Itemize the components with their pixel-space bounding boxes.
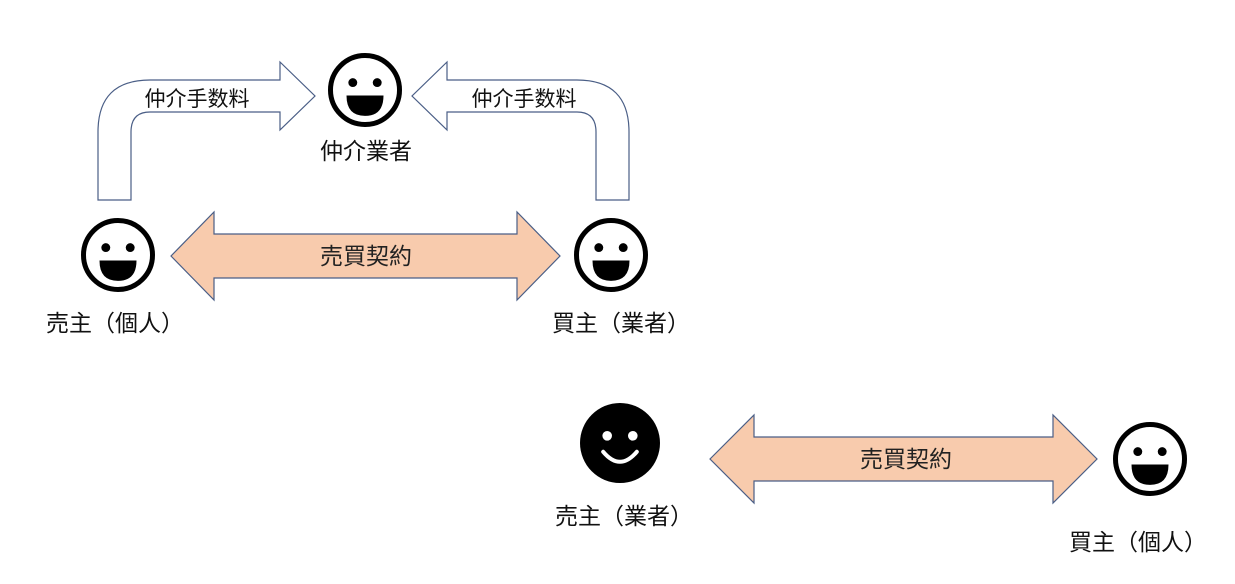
smiley-face-icon — [328, 53, 402, 127]
seller: 売主（個人） — [46, 218, 184, 337]
buyer: 買主（業者） — [552, 218, 690, 337]
bottom-scenario: 売主（業者） 売買契約 買主（個人） — [555, 403, 1207, 556]
smiley-face-icon — [81, 218, 155, 292]
smiley-face-icon — [574, 218, 648, 292]
top-scenario: 仲介手数料 仲介手数料 仲介業者 売買契約 売主（個人） 買主（業者） — [46, 53, 690, 337]
broker-label: 仲介業者 — [320, 139, 412, 165]
fee-label-right: 仲介手数料 — [472, 87, 577, 111]
buyer: 買主（個人） — [1069, 422, 1207, 556]
seller-label: 売主（業者） — [555, 504, 693, 530]
contract-arrow — [170, 210, 561, 302]
contract-arrow — [709, 413, 1098, 505]
contract-label: 売買契約 — [320, 244, 412, 270]
smiley-face-icon — [1113, 422, 1187, 496]
buyer-label: 買主（業者） — [552, 311, 690, 337]
fee-arrow-left — [97, 60, 316, 201]
contract-label: 売買契約 — [860, 447, 952, 473]
broker: 仲介業者 — [320, 53, 412, 165]
buyer-label: 買主（個人） — [1069, 530, 1207, 556]
seller-label: 売主（個人） — [46, 311, 184, 337]
seller: 売主（業者） — [555, 403, 693, 530]
fee-arrow-right — [411, 60, 630, 201]
solid-smiley-face-icon — [580, 403, 660, 483]
fee-label-left: 仲介手数料 — [145, 87, 250, 111]
